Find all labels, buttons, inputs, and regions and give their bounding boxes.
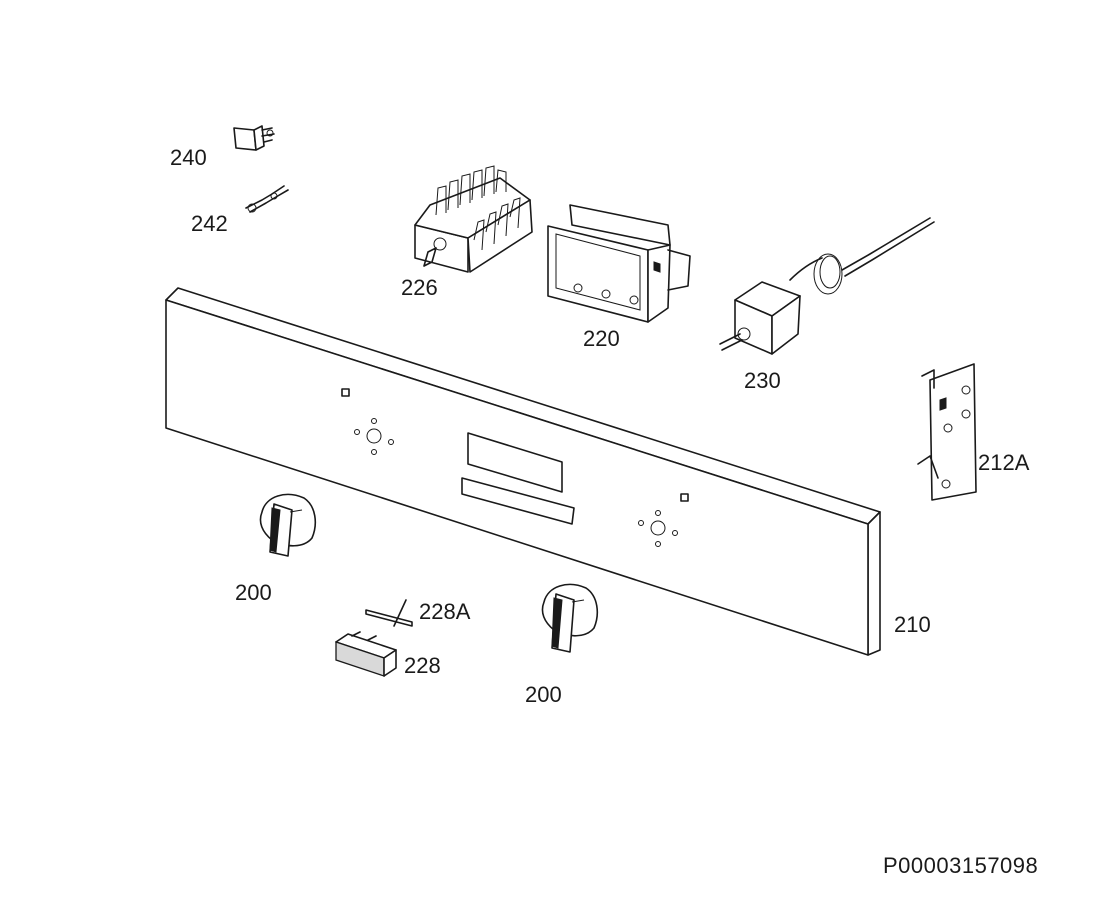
part-226-selector-switch: [414, 165, 533, 273]
label-230: 230: [744, 368, 781, 393]
part-240-indicator-lamp: [233, 125, 275, 151]
part-220-display-module: [547, 204, 691, 323]
document-id: P00003157098: [883, 853, 1039, 878]
part-230-thermostat: [719, 217, 935, 355]
label-210: 210: [894, 612, 931, 637]
part-200-knob-left: [259, 493, 317, 557]
part-242-wire-connector: [245, 185, 289, 213]
part-228A-rod: [365, 599, 413, 627]
label-212A: 212A: [978, 450, 1030, 475]
part-228-lamp-holder: [335, 631, 397, 677]
label-200-left: 200: [235, 580, 272, 605]
label-200-right: 200: [525, 682, 562, 707]
part-200-knob-right: [541, 583, 599, 653]
label-228A: 228A: [419, 599, 471, 624]
label-226: 226: [401, 275, 438, 300]
label-242: 242: [191, 211, 228, 236]
part-212A-bracket: [917, 363, 977, 501]
label-220: 220: [583, 326, 620, 351]
label-240: 240: [170, 145, 207, 170]
label-228: 228: [404, 653, 441, 678]
part-210-control-panel: [165, 287, 881, 656]
